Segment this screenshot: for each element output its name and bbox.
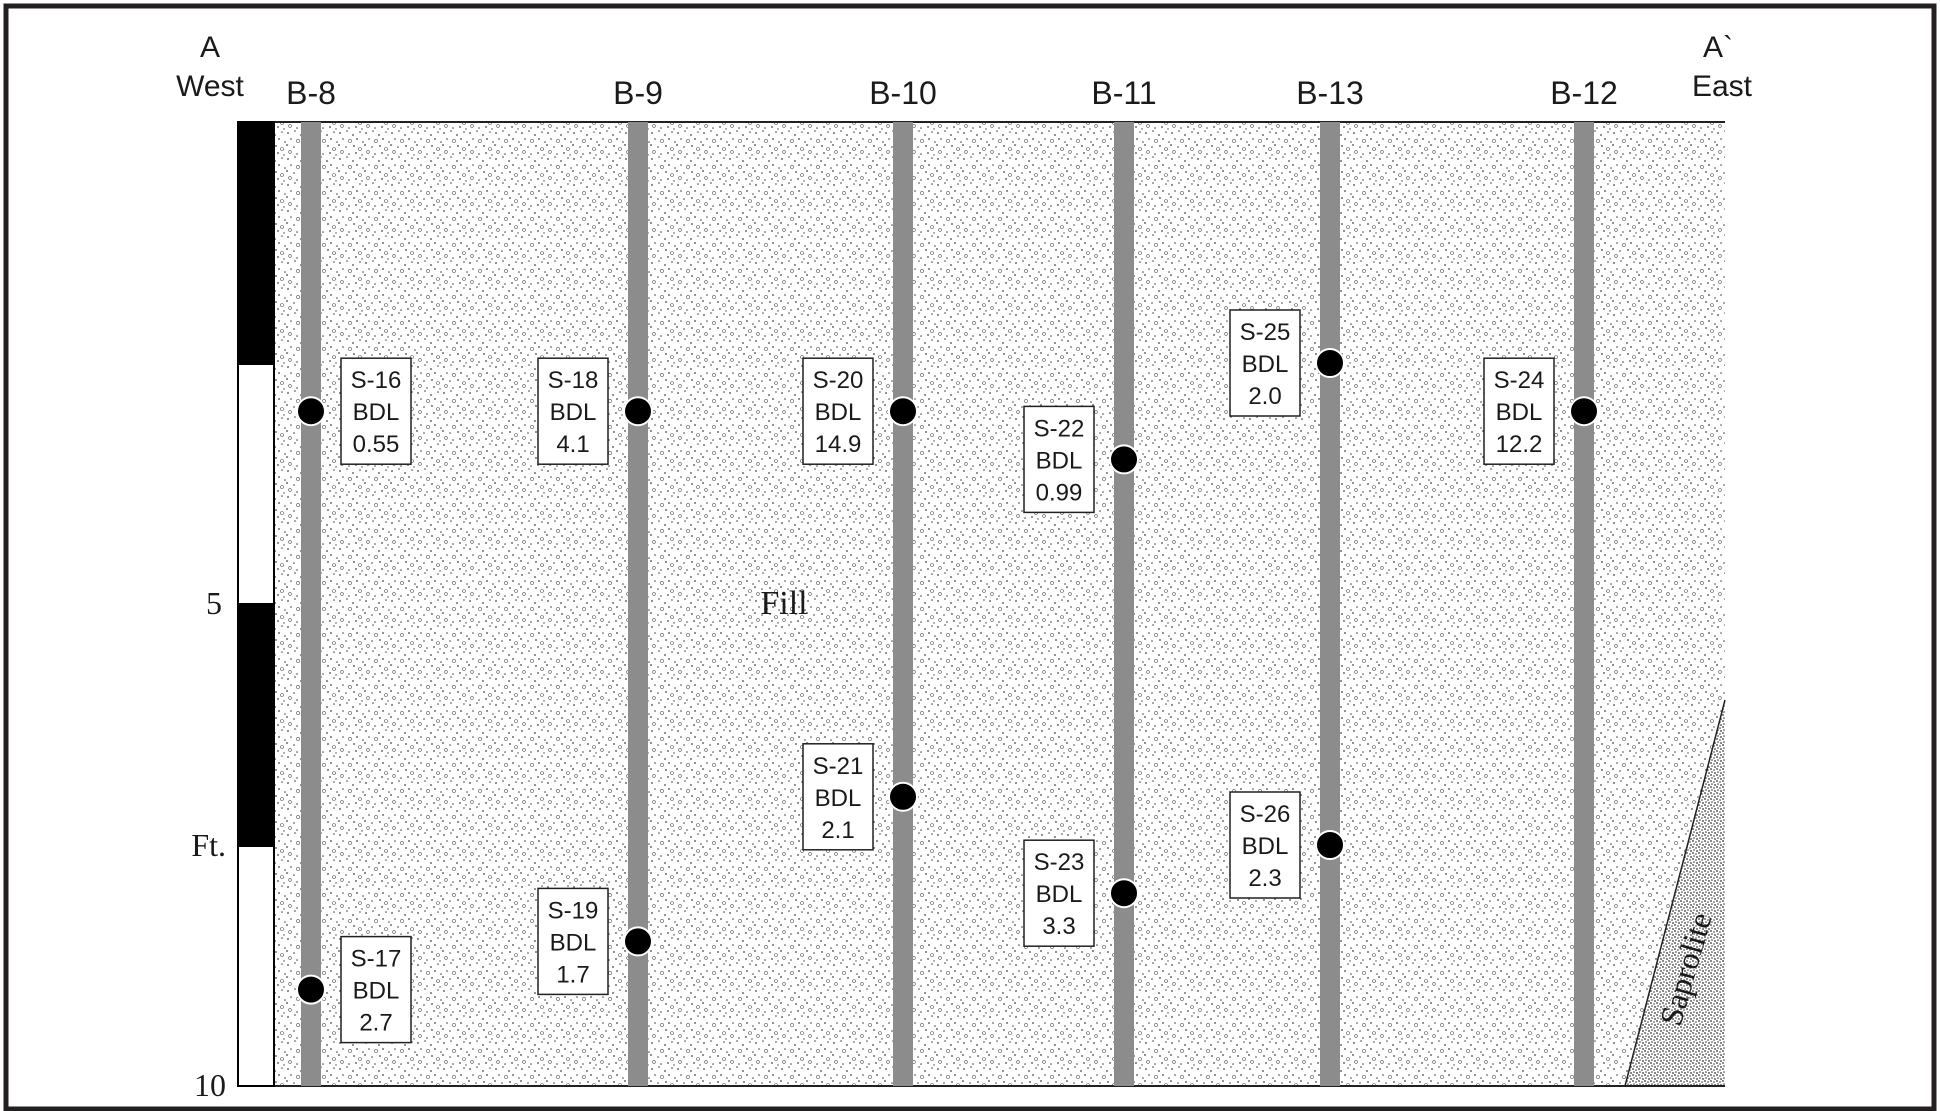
sample-id: S-22	[1034, 415, 1085, 442]
boring-shaft-b-9	[628, 122, 648, 1086]
sample-result: BDL	[1036, 447, 1083, 474]
sample-point-s-23	[1109, 878, 1139, 909]
figure-border	[3, 3, 1937, 1111]
sample-result: BDL	[353, 978, 400, 1005]
scale-label-5: 5	[206, 585, 222, 621]
sample-result: BDL	[1242, 351, 1289, 378]
sample-result: BDL	[550, 399, 597, 426]
fill-label: Fill	[760, 585, 807, 622]
sample-result: BDL	[1496, 399, 1543, 426]
scale-label-10: 10	[194, 1067, 226, 1103]
sample-result: BDL	[550, 929, 597, 956]
sample-point-s-21	[888, 781, 918, 812]
boring-label-b-12: B-12	[1550, 75, 1618, 111]
sample-value: 1.7	[556, 961, 589, 988]
boring-label-b-13: B-13	[1296, 75, 1364, 111]
sample-value: 0.99	[1036, 479, 1083, 506]
sample-value: 2.3	[1248, 865, 1281, 892]
boring-shaft-b-8	[301, 122, 321, 1086]
boring-shaft-b-10	[893, 122, 913, 1086]
sample-id: S-24	[1494, 367, 1545, 394]
sample-point-s-25	[1315, 348, 1345, 378]
boring-label-b-10: B-10	[869, 75, 937, 111]
boring-shaft-b-11	[1114, 122, 1134, 1086]
boring-shaft-b-13	[1320, 122, 1340, 1086]
scale-bar	[237, 121, 275, 1087]
scale-segment-white	[237, 363, 275, 605]
sample-label-box	[1229, 309, 1301, 417]
sample-label-box	[802, 357, 874, 465]
sample-label-box	[1483, 357, 1555, 465]
sample-value: 2.0	[1248, 383, 1281, 410]
sample-id: S-19	[548, 897, 599, 924]
sample-result: BDL	[815, 785, 862, 812]
sample-id: S-17	[351, 946, 402, 973]
boring-shaft-b-12	[1574, 122, 1594, 1086]
sample-result: BDL	[1242, 833, 1289, 860]
sample-id: S-21	[813, 753, 864, 780]
sample-label-box	[537, 357, 609, 465]
scale-segment-black	[238, 122, 274, 364]
sample-result: BDL	[353, 399, 400, 426]
sample-id: S-23	[1034, 849, 1085, 876]
scale-segment-black	[238, 604, 274, 846]
sample-value: 3.3	[1042, 913, 1075, 940]
sample-point-s-20	[888, 396, 918, 427]
west-letter-label: A	[200, 31, 220, 64]
sample-point-s-18	[623, 396, 653, 427]
scale-unit-label: Ft.	[191, 827, 226, 863]
sample-point-s-22	[1109, 444, 1139, 475]
sample-result: BDL	[1036, 881, 1083, 908]
east-label: East	[1692, 70, 1753, 103]
sample-id: S-26	[1240, 801, 1291, 828]
sample-label-box	[1229, 791, 1301, 899]
sample-value: 2.1	[821, 817, 854, 844]
sample-id: S-18	[548, 367, 599, 394]
sample-result: BDL	[815, 399, 862, 426]
sample-label-box	[537, 887, 609, 996]
fill-zone	[275, 122, 1725, 1086]
east-letter-label: A`	[1703, 31, 1733, 64]
sample-id: S-20	[813, 367, 864, 394]
sample-label-box	[802, 743, 874, 851]
sample-point-s-19	[623, 926, 653, 957]
sample-value: 0.55	[353, 431, 400, 458]
boring-label-b-9: B-9	[613, 75, 663, 111]
sample-label-box	[340, 935, 412, 1044]
sample-value: 2.7	[359, 1010, 392, 1037]
sample-value: 4.1	[556, 431, 589, 458]
west-label: West	[176, 70, 244, 103]
sample-value: 12.2	[1496, 431, 1543, 458]
sample-point-s-26	[1315, 830, 1345, 860]
sample-point-s-17	[296, 974, 326, 1005]
sample-id: S-16	[351, 367, 402, 394]
sample-value: 14.9	[815, 431, 862, 458]
boring-label-b-11: B-11	[1091, 75, 1156, 111]
sample-point-s-24	[1569, 396, 1599, 427]
saprolite-contact-line	[1624, 699, 1726, 1087]
sample-label-box	[1023, 405, 1095, 514]
scale-outline	[237, 121, 275, 1087]
sample-label-box	[340, 357, 412, 465]
scale-segment-white	[237, 845, 275, 1087]
sample-point-s-16	[296, 396, 326, 427]
boring-label-b-8: B-8	[286, 75, 336, 111]
sample-label-box	[1023, 839, 1095, 947]
sample-id: S-25	[1240, 319, 1291, 346]
samples-layer: S-16BDL0.55S-17BDL2.7S-18BDL4.1S-19BDL1.…	[296, 309, 1599, 1044]
